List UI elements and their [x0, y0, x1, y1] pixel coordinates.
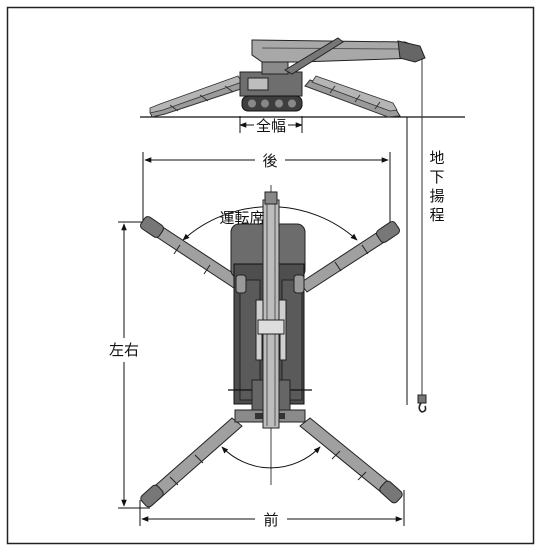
- side-outrigger-left: [149, 75, 251, 118]
- left-right-dimension: [118, 221, 155, 509]
- underground-lift-label-4: 程: [429, 206, 444, 224]
- outrigger-rear-right: [299, 221, 400, 293]
- underground-lift-label-3: 揚: [429, 187, 444, 205]
- front-swing-arc: [221, 446, 321, 469]
- side-view: [140, 37, 465, 118]
- front-label: 前: [263, 511, 278, 529]
- side-body: [239, 71, 303, 97]
- rear-span-dimension: [142, 152, 391, 228]
- operator-seat-label: 運転席: [219, 209, 264, 227]
- rear-label: 後: [262, 152, 277, 170]
- diagram-border: [6, 6, 535, 545]
- outrigger-front-left: [140, 417, 243, 508]
- hoist-line: [417, 58, 427, 413]
- outrigger-rear-left: [140, 216, 249, 293]
- underground-lift-label-2: 下: [429, 168, 444, 186]
- boom-top-view: [257, 191, 285, 429]
- left-right-label: 左右: [109, 341, 139, 359]
- front-span-dimension: [139, 490, 405, 526]
- outrigger-front-right: [299, 417, 403, 504]
- side-outrigger-right: [304, 75, 401, 118]
- underground-lift-label-1: 地: [429, 149, 444, 167]
- overall-width-dimension: [239, 116, 303, 133]
- side-crawler: [241, 95, 303, 112]
- overall-width-label: 全幅: [256, 117, 286, 135]
